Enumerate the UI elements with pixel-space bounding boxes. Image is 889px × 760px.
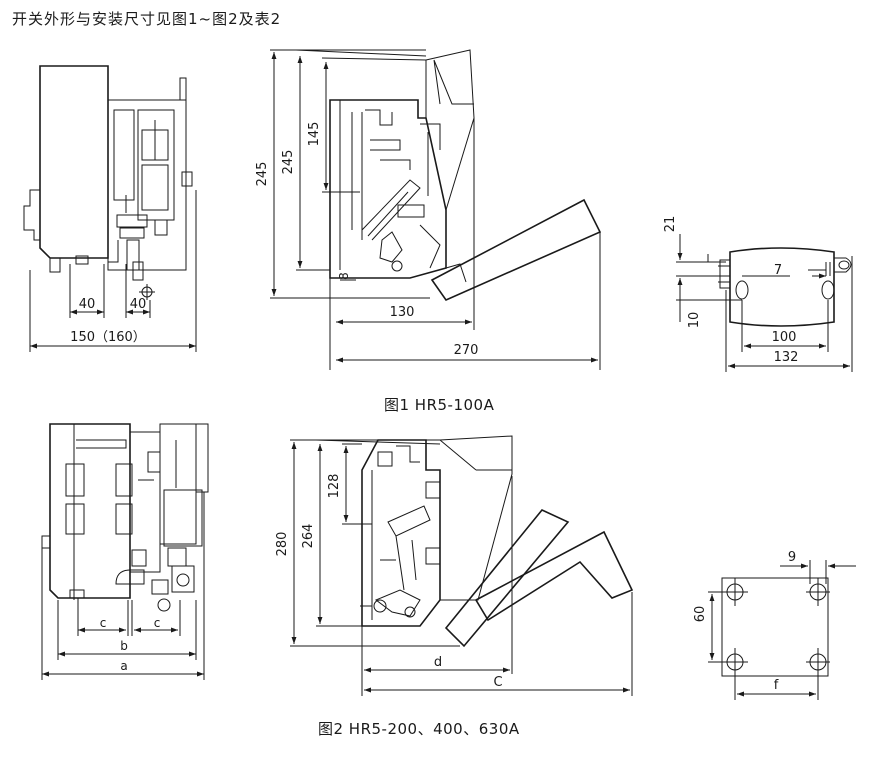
fig2-side-dim-b: b bbox=[120, 639, 128, 653]
fig1-profile-dim-open: 270 bbox=[454, 343, 479, 358]
fig1-mount-dim-tab: 7 bbox=[774, 263, 782, 278]
fig1-profile-dim-depth: 130 bbox=[390, 305, 415, 320]
fig2-side-dim-c1: c bbox=[100, 616, 107, 630]
fig2-side-dim-a: a bbox=[120, 659, 127, 673]
page-heading: 开关外形与安装尺寸见图1~图2及表2 bbox=[12, 10, 282, 28]
fig2-side-dim-c2: c bbox=[154, 616, 161, 630]
fig1-profile-dim-inner: 245 bbox=[281, 150, 296, 175]
mount-hole-bottom-right bbox=[806, 648, 830, 676]
fig2-profile-view: 280 264 128 d C bbox=[275, 435, 634, 696]
fig2-mount-dim-vert: 60 bbox=[693, 606, 708, 623]
fig1-mount-dim-bottom: 10 bbox=[687, 312, 702, 329]
fig2-mount-view: 9 60 f bbox=[693, 550, 856, 700]
fig2-profile-dim-outer: 280 bbox=[275, 532, 290, 557]
fig2-mount-dim-top: 9 bbox=[788, 550, 796, 565]
mount-hole-top-right bbox=[806, 578, 830, 606]
fig2-profile-dim-depth: d bbox=[434, 655, 442, 670]
mount-hole-top-left bbox=[722, 578, 748, 606]
fig1-mount-dim-top: 21 bbox=[663, 216, 678, 233]
fig1-mount-view: 21 10 7 100 132 bbox=[663, 216, 853, 372]
fig1-profile-dim-upper: 145 bbox=[307, 122, 322, 147]
fig1-side-dim-left: 40 bbox=[79, 297, 96, 312]
figure2-caption: 图2 HR5-200、400、630A bbox=[318, 720, 520, 738]
fig1-mount-dim-hole: 100 bbox=[772, 330, 797, 345]
mount-hole-bottom-left bbox=[722, 648, 748, 676]
figure1-caption: 图1 HR5-100A bbox=[384, 396, 495, 414]
fig1-mount-dim-total: 132 bbox=[774, 350, 799, 365]
fig1-profile-dim-outer: 245 bbox=[255, 162, 270, 187]
fig1-side-view: 40 40 150（160） bbox=[23, 65, 197, 352]
fig2-mount-dim-horiz: f bbox=[774, 678, 779, 693]
fig1-profile-dim-small: 8 bbox=[337, 272, 351, 280]
fig2-profile-dim-inner: 264 bbox=[301, 524, 316, 549]
fig1-side-dim-right: 40 bbox=[130, 297, 147, 312]
fig1-profile-view: 245 245 145 8 130 270 bbox=[255, 49, 602, 370]
fig2-side-view: c c b a bbox=[41, 423, 209, 680]
fig1-side-dim-total: 150（160） bbox=[70, 330, 146, 345]
fig2-profile-dim-upper: 128 bbox=[327, 474, 342, 499]
fig2-profile-dim-open: C bbox=[493, 675, 502, 690]
